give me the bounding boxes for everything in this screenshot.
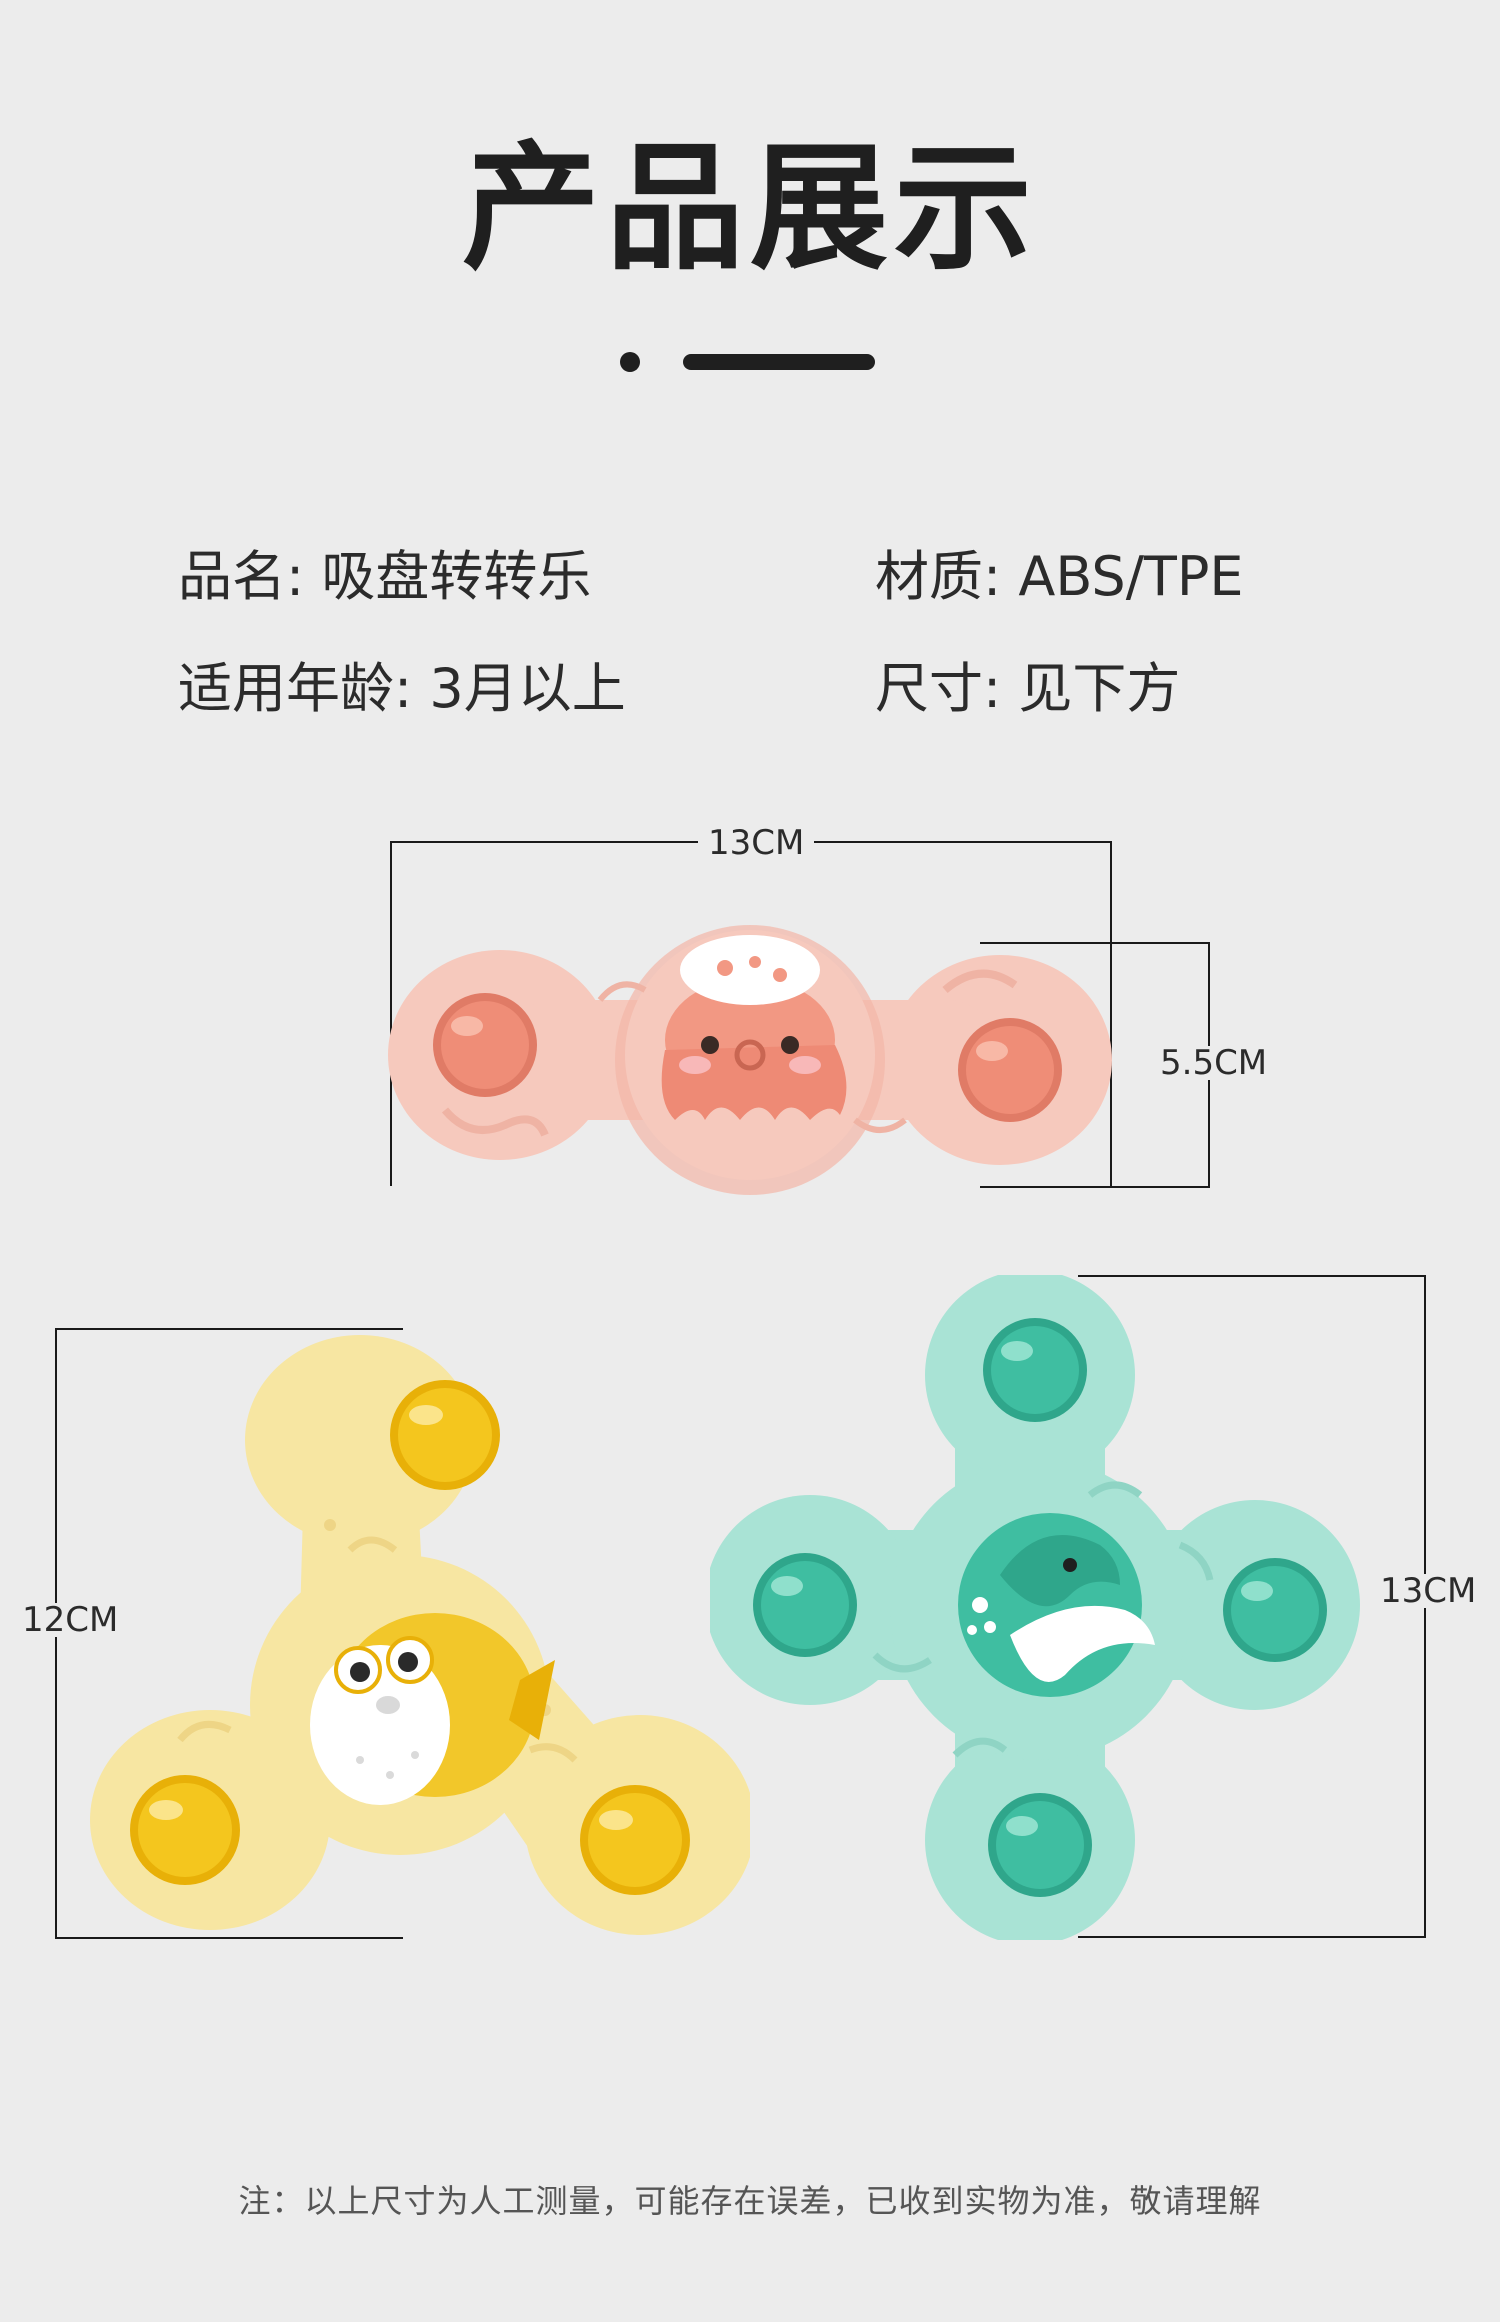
width-dimension-label: 13CM [698, 826, 815, 860]
spec-material-label: 材质: [875, 545, 1002, 608]
height-dimension-top-tick [55, 1328, 403, 1330]
measurement-note: 注：以上尺寸为人工测量，可能存在误差，已收到实物为准，敬请理解 [238, 2182, 1262, 2220]
height-dimension-top-tick [1078, 1275, 1426, 1277]
divider-bar [683, 354, 875, 370]
width-dimension-right-tick [1110, 841, 1112, 1186]
pufferfish-spinner-buttons [130, 1380, 690, 1895]
pufferfish-spinner-image [90, 1335, 750, 1935]
spec-age-value: 3月以上 [429, 657, 626, 720]
pufferfish-character [310, 1613, 555, 1805]
octopus-spinner-buttons [433, 993, 1062, 1122]
spec-name-label: 品名: [178, 545, 305, 608]
height-dimension-top-tick [980, 942, 1210, 944]
spec-age: 适用年龄: 3月以上 [178, 662, 626, 716]
page-title: 产品展示 [461, 128, 1038, 289]
height-dimension-bottom-tick [55, 1937, 403, 1939]
spec-size: 尺寸: 见下方 [875, 662, 1180, 716]
octopus-character [661, 935, 847, 1120]
width-dimension-left-tick [390, 841, 392, 1186]
dolphin-spinner-image [710, 1275, 1360, 1940]
title-divider [0, 348, 1500, 372]
height-dimension-label: 12CM [12, 1603, 129, 1637]
spec-product-name: 品名: 吸盘转转乐 [178, 550, 591, 604]
dolphin-character [958, 1513, 1155, 1697]
spec-age-label: 适用年龄: [178, 657, 413, 720]
spec-material-value: ABS/TPE [1018, 545, 1244, 608]
spec-name-value: 吸盘转转乐 [321, 545, 592, 608]
spec-size-label: 尺寸: [875, 657, 1002, 720]
spec-size-value: 见下方 [1018, 657, 1181, 720]
divider-dot [620, 352, 640, 372]
spec-material: 材质: ABS/TPE [875, 550, 1244, 604]
height-dimension-label: 5.5CM [1150, 1046, 1278, 1080]
octopus-spinner-image [388, 925, 1112, 1195]
height-dimension-bottom-tick [1078, 1936, 1426, 1938]
height-dimension-label: 13CM [1370, 1574, 1487, 1608]
height-dimension-bottom-tick [980, 1186, 1210, 1188]
dolphin-spinner-buttons [753, 1318, 1327, 1897]
